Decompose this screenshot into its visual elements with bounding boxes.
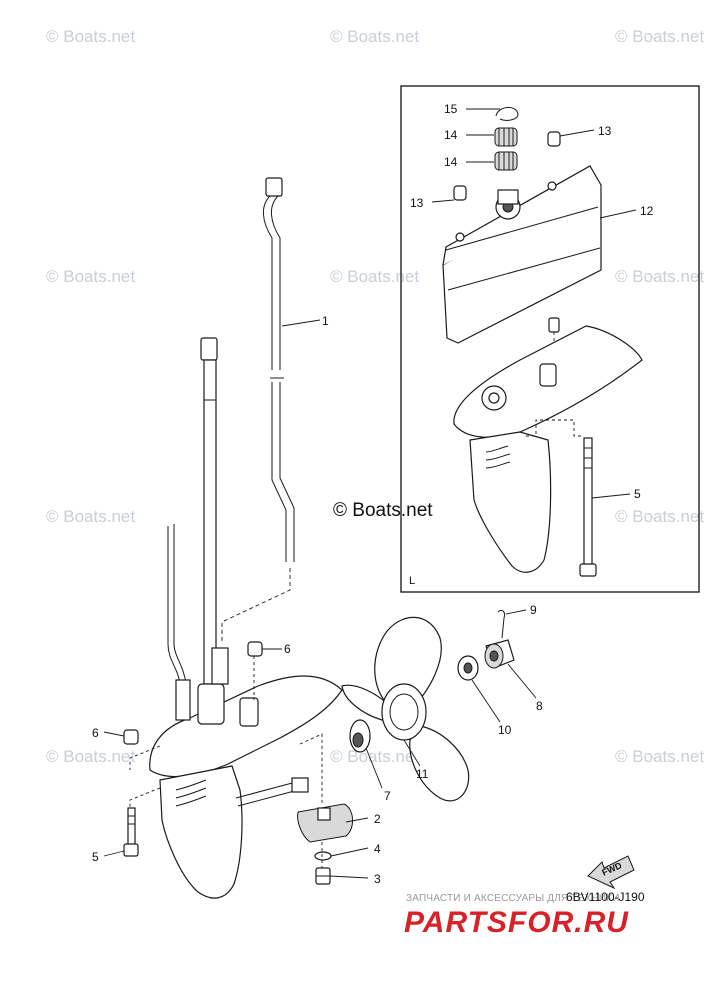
part-grommet	[247, 641, 263, 657]
callout-5-inset: 5	[634, 487, 641, 501]
callout-10: 10	[498, 723, 512, 737]
watermark: © Boats.net	[615, 747, 704, 766]
callout-11: 11	[416, 767, 429, 781]
assembly-lines	[129, 419, 584, 868]
watermark: © Boats.net	[615, 27, 704, 46]
part-dowel-pin	[453, 185, 467, 201]
callout-1: 1	[322, 314, 329, 328]
part-bolt-inset	[579, 437, 597, 577]
shop-tagline: ЗАПЧАСТИ И АКСЕССУАРЫ ДЛЯ ТЕХНИКИ	[406, 893, 620, 904]
diagram-code: 6BV1100-J190	[566, 890, 645, 904]
part-anode-bolt	[315, 867, 331, 885]
callout-12: 12	[640, 204, 654, 218]
part-upper-casing-cover	[442, 165, 602, 344]
callout-13-left: 13	[410, 196, 424, 210]
watermark: © Boats.net	[330, 747, 419, 766]
part-propeller-nut	[484, 639, 515, 669]
shop-logo: PARTSFOR.RU	[404, 906, 629, 939]
leader-lines	[103, 108, 637, 879]
part-bushing-upper	[494, 127, 518, 147]
callout-14-upper: 14	[444, 128, 458, 142]
watermark: © Boats.net	[46, 27, 135, 46]
watermark-layer: © Boats.net © Boats.net © Boats.net © Bo…	[46, 27, 704, 766]
part-circlip	[495, 107, 519, 121]
part-bolt-main	[123, 807, 139, 857]
inset-frame	[400, 85, 700, 593]
inset-label: L	[409, 575, 416, 587]
watermark: © Boats.net	[330, 267, 419, 286]
watermark: © Boats.net	[615, 507, 704, 526]
callout-13-right: 13	[598, 124, 612, 138]
callout-15: 15	[444, 102, 458, 116]
callout-7: 7	[384, 789, 391, 803]
part-spacer	[457, 655, 479, 681]
callout-6-lower: 6	[92, 726, 99, 740]
part-drive-shaft	[200, 337, 218, 685]
center-watermark: © Boats.net	[333, 500, 433, 521]
watermark: © Boats.net	[46, 747, 135, 766]
callout-14-lower: 14	[444, 155, 458, 169]
callout-labels: 1 2 3 4 5 5 6 6 7 8 9 10 11 12 13 13 14 …	[92, 102, 654, 886]
part-dowel-pin	[548, 317, 560, 333]
part-anode	[297, 803, 353, 843]
part-cotter-pin	[497, 609, 505, 639]
callout-5-main: 5	[92, 850, 99, 864]
watermark: © Boats.net	[46, 507, 135, 526]
part-grommet	[123, 729, 139, 745]
part-shift-rod	[263, 177, 295, 562]
part-dowel-pin	[547, 131, 561, 147]
callout-4: 4	[374, 842, 381, 856]
callout-3: 3	[374, 872, 381, 886]
part-lower-casing-inset	[453, 325, 643, 573]
part-water-tube	[167, 524, 187, 685]
callout-2: 2	[374, 812, 381, 826]
part-propeller	[341, 616, 470, 802]
part-lower-casing	[149, 647, 343, 899]
callout-8: 8	[536, 699, 543, 713]
callout-9: 9	[530, 603, 537, 617]
part-washer	[314, 851, 332, 861]
callout-6-upper: 6	[284, 642, 291, 656]
watermark: © Boats.net	[330, 27, 419, 46]
part-thrust-washer	[349, 719, 371, 753]
part-bushing-lower	[494, 151, 518, 171]
watermark: © Boats.net	[615, 267, 704, 286]
watermark: © Boats.net	[46, 267, 135, 286]
fwd-arrow-icon: FWD	[587, 855, 635, 890]
